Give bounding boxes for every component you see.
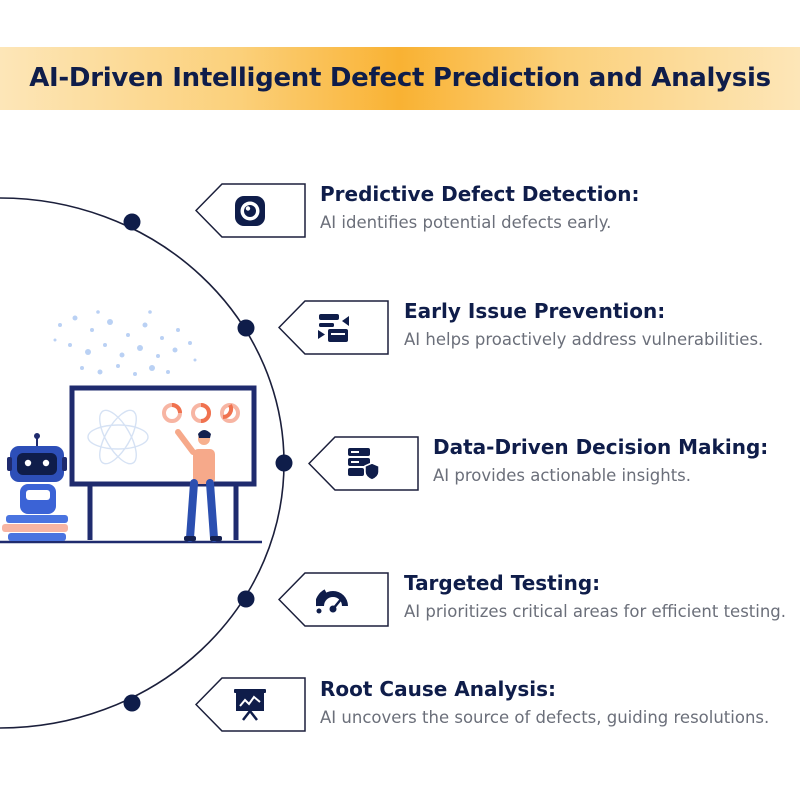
gauge-icon [316, 589, 348, 614]
item-tag-2 [278, 300, 389, 355]
donut-charts [162, 403, 240, 423]
item-title-3: Data-Driven Decision Making: [433, 435, 769, 459]
item-title-4: Targeted Testing: [404, 571, 601, 595]
item-title-5: Root Cause Analysis: [320, 677, 557, 701]
item-desc-5: AI uncovers the source of defects, guidi… [320, 708, 770, 727]
timeline-dot-1 [123, 213, 141, 231]
atom-drawing [87, 409, 149, 465]
item-desc-2: AI helps proactively address vulnerabili… [404, 330, 764, 349]
timeline-dot-4 [237, 590, 255, 608]
page-title: AI-Driven Intelligent Defect Prediction … [29, 63, 771, 93]
eye-target-icon [235, 196, 265, 226]
item-desc-1: AI identifies potential defects early. [320, 213, 612, 232]
timeline-dot-5 [123, 694, 141, 712]
presentation-chart-icon [234, 689, 266, 721]
item-title-1: Predictive Defect Detection: [320, 182, 640, 206]
item-desc-4: AI prioritizes critical areas for effici… [404, 602, 787, 621]
database-shield-icon [348, 448, 380, 480]
whiteboard-illustration [0, 385, 262, 544]
robot-illustration [2, 433, 68, 541]
list-arrows-icon [318, 314, 349, 342]
timeline-dot-2 [237, 319, 255, 337]
item-title-2: Early Issue Prevention: [404, 299, 666, 323]
particle-cloud [53, 310, 197, 376]
title-banner: AI-Driven Intelligent Defect Prediction … [0, 47, 800, 110]
presenter-person [175, 429, 222, 542]
item-desc-3: AI provides actionable insights. [433, 466, 692, 485]
item-tag-4 [278, 572, 389, 627]
timeline-dot-3 [275, 454, 293, 472]
